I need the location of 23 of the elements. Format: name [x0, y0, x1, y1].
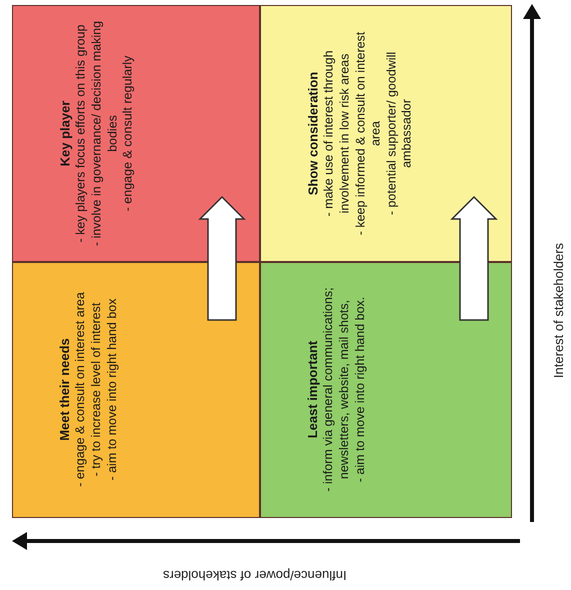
bullet-text: - make use of interest through involvement in low risk areas	[321, 48, 352, 218]
bullet-text: - involve in governance/ decision making bodies	[88, 19, 120, 247]
axis-label: Influence/power of stakeholders	[163, 568, 347, 582]
bullet-text: - key players focus efforts on this group	[73, 24, 88, 242]
quadrant-box	[12, 262, 260, 518]
bullet-text: - potential supporter/ goodwill ambassador	[384, 50, 414, 217]
bullet-text: - try to increase level of interest	[88, 302, 104, 476]
bullet-text: - engage & consult regularly	[120, 55, 136, 211]
block-arrow	[198, 196, 246, 321]
quadrant-heading: Show consideration	[305, 71, 321, 195]
quadrant-box	[260, 262, 512, 518]
bullet-text: - aim to move into right hand box.	[352, 296, 368, 482]
axis-label: Interest of stakeholders	[550, 242, 566, 378]
quadrant-heading: Least important	[305, 340, 321, 438]
quadrant-heading: Key player	[57, 100, 74, 166]
bullet-text: - aim to move into right hand box	[104, 298, 120, 481]
bullet-text: - inform via general communications; newsletters, website, mail shots,	[321, 286, 352, 494]
block-arrow	[450, 196, 498, 321]
bullet-text: - engage & consult on interest area	[73, 292, 88, 487]
quadrant-heading: Meet their needs	[57, 338, 73, 441]
bullet-text: - keep informed & consult on interest area	[352, 30, 384, 237]
quadrant-box	[12, 5, 260, 262]
quadrant-box	[260, 5, 512, 262]
